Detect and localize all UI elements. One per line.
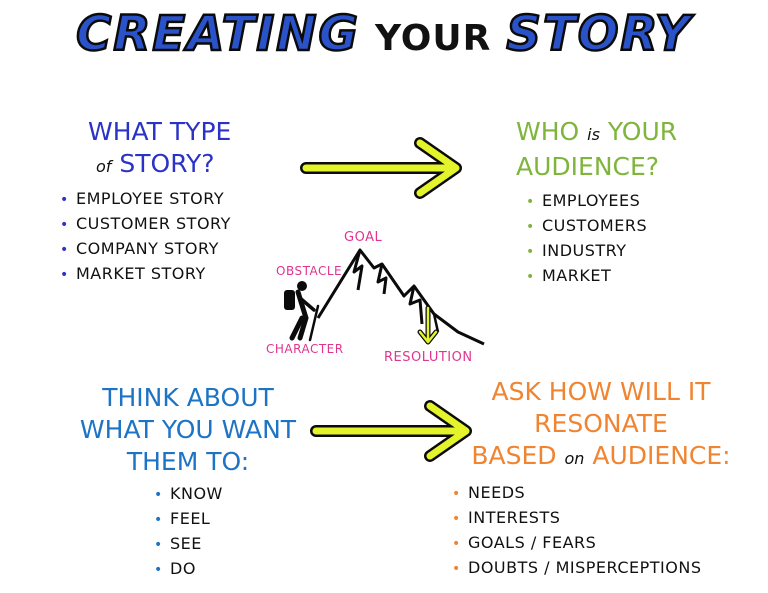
mountain-icon: [284, 248, 485, 346]
audience-heading-line1: WHO is YOUR: [516, 117, 678, 146]
resonate-heading-on: on: [564, 449, 585, 468]
audience-section: WHO is YOUR AUDIENCE? •EMPLOYEES •CUSTOM…: [516, 116, 736, 289]
story-type-heading-of: of: [96, 157, 112, 176]
list-item: •SEE: [154, 534, 202, 553]
resonate-list: •NEEDS •INTERESTS •GOALS / FEARS •DOUBTS…: [446, 481, 756, 581]
goal-label: GOAL: [344, 230, 383, 245]
think-list: •KNOW •FEEL •SEE •DO: [58, 482, 318, 582]
list-item: •COMPANY STORY: [60, 239, 219, 258]
story-type-heading-line2: STORY?: [119, 149, 215, 178]
list-item: •NEEDS: [452, 483, 526, 502]
list-item: •KNOW: [154, 484, 223, 503]
story-type-heading-line1: WHAT TYPE: [88, 117, 232, 146]
audience-heading-line2: AUDIENCE?: [516, 152, 660, 181]
list-item: •FEEL: [154, 509, 211, 528]
list-item: •EMPLOYEES: [526, 191, 641, 210]
think-heading-line1: THINK ABOUT: [102, 383, 274, 412]
think-section: THINK ABOUT WHAT YOU WANT THEM TO: •KNOW…: [58, 382, 318, 582]
list-item: •MARKET: [526, 266, 612, 285]
list-item: •CUSTOMER STORY: [60, 214, 231, 233]
audience-heading: WHO is YOUR AUDIENCE?: [516, 116, 736, 183]
character-label: CHARACTER: [266, 342, 344, 356]
think-heading-line3: THEM TO:: [126, 447, 250, 476]
arrow-bottom-icon: [310, 400, 472, 462]
list-item: •MARKET STORY: [60, 264, 206, 283]
list-item: •DO: [154, 559, 196, 578]
list-item: •EMPLOYEE STORY: [60, 189, 225, 208]
title-word-your: YOUR: [374, 18, 492, 59]
story-type-heading-line2-wrap: of STORY?: [88, 148, 280, 183]
story-type-section: WHAT TYPE of STORY? •EMPLOYEE STORY •CUS…: [60, 116, 280, 287]
story-type-heading: WHAT TYPE of STORY?: [60, 116, 280, 183]
list-item: •INDUSTRY: [526, 241, 627, 260]
story-type-list: •EMPLOYEE STORY •CUSTOMER STORY •COMPANY…: [60, 187, 280, 287]
resonate-heading-line3: BASED on AUDIENCE:: [471, 441, 731, 470]
list-item: •DOUBTS / MISPERCEPTIONS: [452, 558, 702, 577]
list-item: •CUSTOMERS: [526, 216, 648, 235]
resonate-section: ASK HOW WILL IT RESONATE BASED on AUDIEN…: [446, 376, 756, 581]
title-word-story: STORY: [505, 5, 692, 64]
think-heading-line2: WHAT YOU WANT: [79, 415, 297, 444]
arrow-top-icon: [300, 137, 462, 199]
page-title: CREATING YOUR STORY: [0, 5, 768, 80]
audience-list: •EMPLOYEES •CUSTOMERS •INDUSTRY •MARKET: [516, 189, 736, 289]
title-word-creating: CREATING: [75, 5, 360, 64]
resonate-heading-line2: RESONATE: [534, 409, 668, 438]
list-item: •GOALS / FEARS: [452, 533, 597, 552]
resonate-heading-line1: ASK HOW WILL IT: [491, 377, 711, 406]
think-heading: THINK ABOUT WHAT YOU WANT THEM TO:: [58, 382, 318, 478]
list-item: •INTERESTS: [452, 508, 561, 527]
obstacle-label: OBSTACLE: [276, 264, 343, 278]
resolution-label: RESOLUTION: [384, 350, 473, 365]
audience-heading-is: is: [587, 125, 600, 144]
resonate-heading: ASK HOW WILL IT RESONATE BASED on AUDIEN…: [446, 376, 756, 475]
